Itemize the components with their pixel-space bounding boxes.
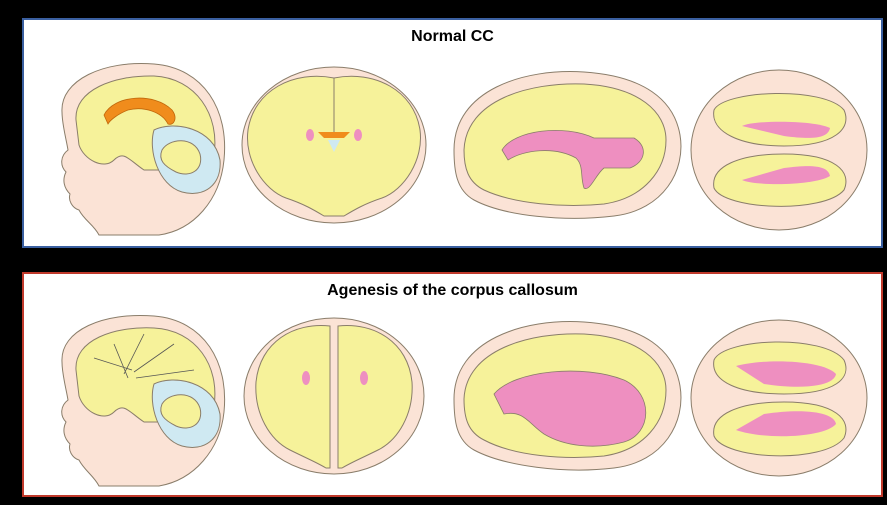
normal-coronal-illustration [242,67,426,223]
normal-sagittal-head-illustration [62,63,225,235]
agenesis-lateral-ventricle-illustration [454,322,681,470]
agenesis-coronal-illustration [244,318,424,474]
agenesis-sagittal-head-illustration [62,315,225,486]
normal-axial-illustration [691,70,867,230]
agenesis-illustrations [24,274,881,495]
agenesis-panel: Agenesis of the corpus callosum [22,272,883,497]
normal-lateral-ventricle-illustration [454,72,681,219]
normal-cc-panel: Normal CC [22,18,883,248]
agenesis-axial-illustration [691,320,867,476]
normal-cc-illustrations [24,20,881,246]
